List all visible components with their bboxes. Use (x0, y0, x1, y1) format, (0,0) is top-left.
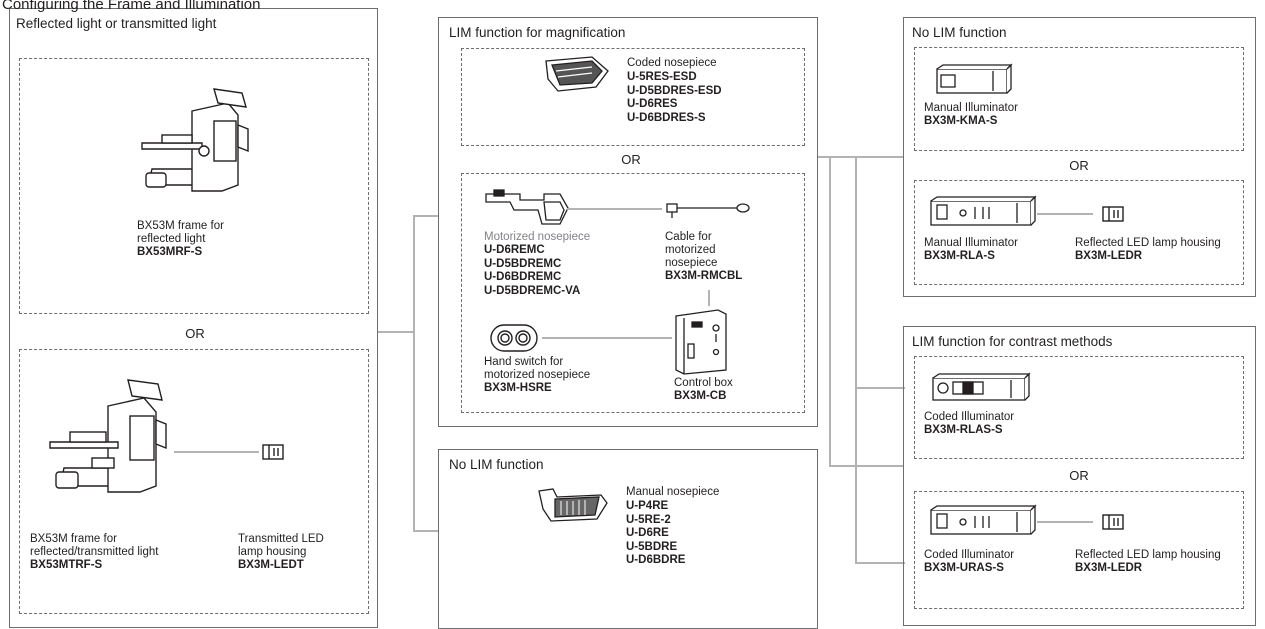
frame-transmitted-box: BX53M frame for reflected/transmitted li… (19, 349, 369, 614)
uras-box: Coded Illuminator BX3M-URAS-S Reflected … (914, 491, 1244, 609)
led-lamp-housing-icon (1102, 206, 1124, 222)
rlas-box: Coded Illuminator BX3M-RLAS-S (914, 356, 1244, 459)
right-lim-contrast-title: LIM function for contrast methods (912, 334, 1113, 349)
rla-label: Manual Illuminator BX3M-RLA-S (924, 237, 1064, 263)
illuminator-icon (930, 195, 1037, 226)
ledr-label: Reflected LED lamp housing BX3M-LEDR (1075, 237, 1245, 263)
rlas-code: BX3M-RLAS-S (924, 424, 1003, 436)
ledr-contrast-code: BX3M-LEDR (1075, 562, 1143, 574)
connector-to-no-lim (413, 530, 438, 532)
manual-nosepiece-desc: Manual nosepiece (626, 486, 720, 498)
kma-box: Manual Illuminator BX3M-KMA-S (914, 47, 1244, 151)
cable-label: Cable for motorized nosepiece BX3M-RMCBL (665, 231, 775, 283)
connector-uras-to-ledr (1037, 521, 1093, 523)
manual-nosepiece-icon (538, 488, 608, 522)
hand-switch-code: BX3M-HSRE (484, 382, 552, 394)
connector-right-vertical-a (855, 156, 857, 564)
led-lamp-housing-icon (262, 444, 284, 460)
motorized-nosepiece-box: Motorized nosepiece U-D6REMC U-D5BDREMC … (461, 173, 805, 413)
connector-mid-right (818, 156, 856, 158)
microscope-frame-icon (141, 88, 249, 192)
kma-code: BX3M-KMA-S (924, 115, 998, 127)
control-box-label: Control box BX3M-CB (674, 377, 774, 403)
microscope-frame-icon (49, 379, 167, 493)
lim-magnification-title: LIM function for magnification (449, 25, 626, 40)
frame-reflected-code: BX53MRF-S (137, 246, 203, 258)
connector-to-right-no-lim (855, 156, 903, 158)
connector-right-vertical-b (829, 156, 831, 466)
rlas-label: Coded Illuminator BX3M-RLAS-S (924, 411, 1084, 437)
mid-no-lim-title: No LIM function (449, 457, 544, 472)
illuminator-icon (932, 372, 1031, 401)
right-no-lim-title: No LIM function (912, 25, 1007, 40)
hand-switch-icon (490, 324, 538, 352)
frame-transmitted-label: BX53M frame for reflected/transmitted li… (30, 533, 200, 572)
connector-to-uras (855, 562, 905, 564)
led-lamp-housing-icon (1102, 514, 1124, 530)
connector-rla-to-ledr (1037, 213, 1093, 215)
right-no-lim-box: No LIM function (903, 17, 1256, 297)
control-box-code: BX3M-CB (674, 390, 727, 402)
motorized-nosepiece-codes: U-D6REMC U-D5BDREMC U-D6BDREMC U-D5BDREM… (484, 244, 581, 297)
manual-nosepiece-codes: U-P4RE U-5RE-2 U-D6RE U-5BDRE U-D6BDRE (626, 500, 686, 566)
cable-code: BX3M-RMCBL (665, 270, 743, 282)
motorized-nosepiece-icon (485, 189, 569, 225)
kma-label: Manual Illuminator BX3M-KMA-S (924, 102, 1084, 128)
connector-to-lim-mag (413, 215, 438, 217)
connector-cable-to-box (708, 290, 710, 306)
left-group-title: Reflected light or transmitted light (16, 16, 217, 31)
right-no-lim-or: OR (1069, 158, 1089, 173)
coded-nosepiece-codes: U-5RES-ESD U-D5BDRES-ESD U-D6RES U-D6BDR… (627, 71, 722, 124)
frame-transmitted-code: BX53MTRF-S (30, 559, 103, 571)
mid-no-lim-box: No LIM function Manual nosepiece U-P4RE … (438, 449, 818, 629)
frame-reflected-label: BX53M frame for reflected light BX53MRF-… (137, 220, 297, 259)
lim-magnification-box: LIM function for magnification (438, 17, 818, 427)
connector-frame-to-ledt (174, 451, 259, 453)
illuminator-icon (936, 63, 1013, 94)
frame-reflected-box: BX53M frame for reflected light BX53MRF-… (19, 58, 369, 314)
left-or: OR (185, 326, 205, 341)
right-lim-contrast-or: OR (1069, 468, 1089, 483)
led-transmitted-label: Transmitted LED lamp housing BX3M-LEDT (238, 533, 358, 572)
mid-or: OR (621, 152, 641, 167)
connector-nosepiece-to-cable (567, 208, 662, 210)
control-box-icon (675, 309, 727, 375)
coded-nosepiece-icon (545, 56, 609, 92)
left-group-box: Configuring the Frame and Illumination R… (2, 0, 378, 628)
cable-icon (666, 203, 750, 218)
led-transmitted-code: BX3M-LEDT (238, 559, 304, 571)
illuminator-icon (930, 504, 1037, 535)
connector-left-mid (377, 331, 414, 333)
uras-label: Coded Illuminator BX3M-URAS-S (924, 549, 1064, 575)
ledr-contrast-label: Reflected LED lamp housing BX3M-LEDR (1075, 549, 1245, 575)
connector-mid-vertical (413, 215, 415, 532)
connector-to-rlas (855, 387, 905, 389)
hand-switch-label: Hand switch for motorized nosepiece BX3M… (484, 356, 624, 395)
connector-to-right-lim (829, 465, 903, 467)
connector-switch-to-box (542, 337, 672, 339)
rla-box: Manual Illuminator BX3M-RLA-S Reflected … (914, 180, 1244, 285)
top-title: Configuring the Frame and Illumination (2, 0, 261, 13)
coded-nosepiece-desc: Coded nosepiece (627, 57, 717, 69)
uras-code: BX3M-URAS-S (924, 562, 1004, 574)
motorized-nosepiece-desc: Motorized nosepiece (484, 231, 591, 243)
rla-code: BX3M-RLA-S (924, 250, 995, 262)
coded-nosepiece-box: Coded nosepiece U-5RES-ESD U-D5BDRES-ESD… (461, 48, 805, 146)
ledr-code: BX3M-LEDR (1075, 250, 1143, 262)
